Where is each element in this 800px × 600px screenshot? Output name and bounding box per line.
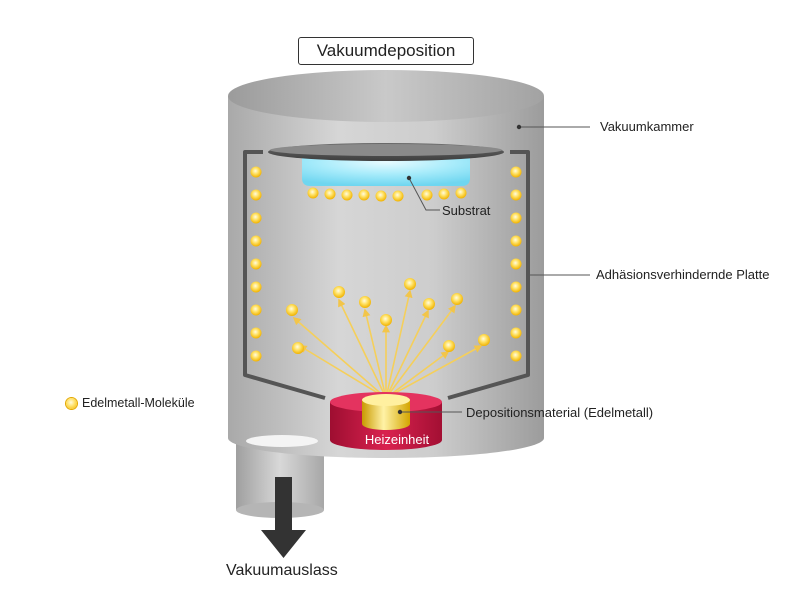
molecule [292,342,304,354]
molecule [455,187,467,199]
legend: Edelmetall-Moleküle [66,396,195,410]
label-vacuum-exhaust: Vakuumauslass [226,562,338,579]
molecule [423,298,435,310]
molecule [510,166,522,178]
evaporation-arrow [385,304,456,399]
molecule [333,286,345,298]
leader-dot [406,175,412,181]
molecule [510,235,522,247]
evaporation-arrows [292,289,483,399]
leader-line-substrate [408,177,440,211]
molecule [478,334,490,346]
evaporation-arrow [385,345,483,399]
evaporation-arrow [338,298,387,399]
leader-lines [400,126,590,413]
molecule [250,166,262,178]
molecule [421,189,433,201]
molecule [250,304,262,316]
vacuum-exhaust-arrow [261,477,306,558]
molecule [510,281,522,293]
label-heating-unit: Heizeinheit [364,432,430,447]
label-anti-adhesion-plate: Adhäsionsverhindernde Platte [596,267,770,282]
substrate-glow [302,156,470,186]
deposition-material [362,400,410,430]
evaporation-arrow [292,316,387,399]
molecule [392,190,404,202]
molecule [375,190,387,202]
left-wall-molecules [250,166,262,362]
exhaust-opening [246,435,318,447]
substrate-holder-rim [270,144,502,156]
label-vacuum-chamber: Vakuumkammer [600,119,694,134]
molecule [286,304,298,316]
molecule [404,278,416,290]
molecule [250,327,262,339]
molecule [510,304,522,316]
evaporation-arrow [385,351,450,399]
molecule [358,189,370,201]
molecule [250,281,262,293]
legend-label: Edelmetall-Moleküle [82,396,195,410]
vacuum-chamber-body [228,96,544,458]
evaporation-arrow [385,289,413,399]
molecule [250,189,262,201]
molecule [510,258,522,270]
molecule-legend-icon [66,397,77,409]
molecule [443,340,455,352]
molecule [250,258,262,270]
molecule [341,189,353,201]
evaporating-molecules [286,278,490,354]
right-wall-molecules [510,166,522,362]
label-deposition-material: Depositionsmaterial (Edelmetall) [466,405,654,420]
molecule [307,187,319,199]
molecule [510,350,522,362]
molecule [359,296,371,308]
molecule [510,212,522,224]
molecule [250,235,262,247]
molecule [510,327,522,339]
anti-adhesion-plate [243,150,530,400]
deposition-material-top [362,394,410,406]
molecule [250,212,262,224]
leader-dot [397,409,403,415]
evaporation-arrow [362,308,387,399]
label-substrate: Substrat [442,203,491,218]
substrate-molecules [307,187,467,202]
vacuum-chamber-lid [228,70,544,122]
evaporation-arrow [385,309,429,399]
molecule [380,314,392,326]
leader-dot [516,124,522,130]
molecule [510,189,522,201]
molecule [451,293,463,305]
diagram-title: Vakuumdeposition [298,37,474,65]
molecule [324,188,336,200]
molecule [438,188,450,200]
molecule [250,350,262,362]
evaporation-arrow [298,345,387,399]
